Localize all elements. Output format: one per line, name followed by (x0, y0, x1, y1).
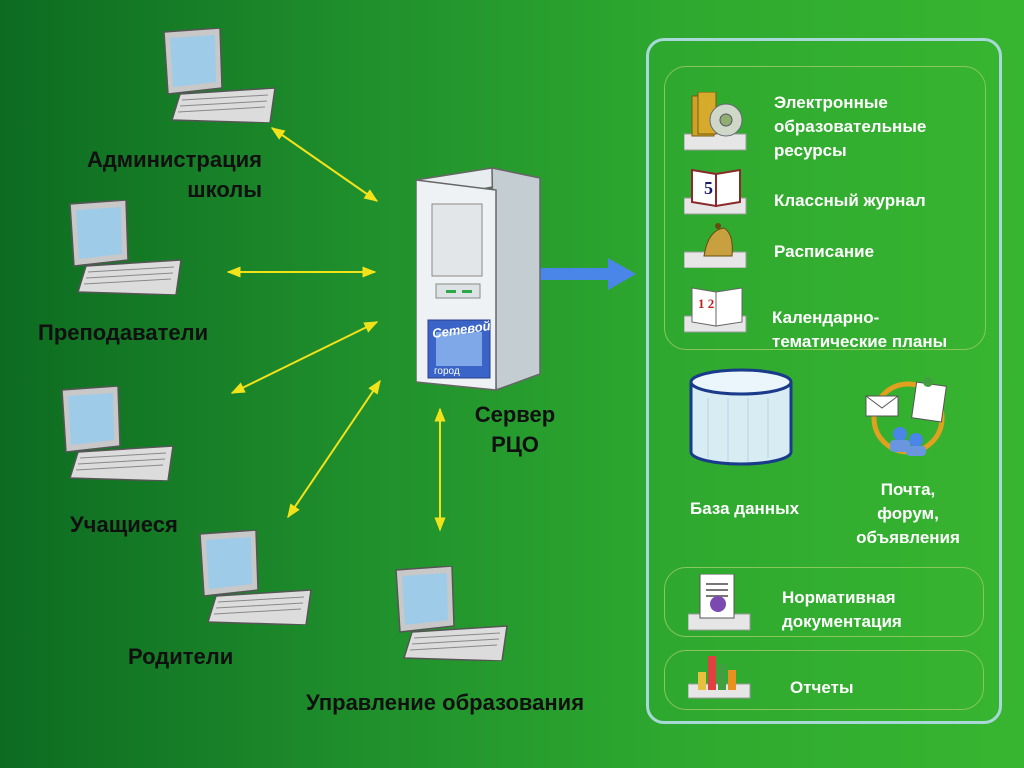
services-group-top (664, 66, 986, 350)
arrow-students (230, 321, 379, 394)
document-icon (688, 574, 751, 631)
calendar-plan-icon-digits: 1 2 (698, 296, 714, 311)
journal-icon: 5 (684, 168, 747, 215)
services-panel (646, 38, 1002, 724)
label-resources: Электронные образовательные ресурсы (774, 93, 927, 160)
arrow-to-services (518, 258, 636, 290)
label-parents: Родители (128, 644, 234, 669)
label-reports: Отчеты (790, 678, 854, 697)
computer-icon (199, 530, 312, 625)
label-server: Сервер РЦО (474, 402, 556, 457)
label-students: Учащиеся (70, 512, 178, 537)
label-database: База данных (690, 499, 800, 518)
computer-icon (395, 566, 508, 661)
label-teachers: Преподаватели (38, 320, 209, 345)
label-mail: Почта, форум, объявления (856, 480, 960, 547)
calendar-plan-icon: 1 2 (684, 287, 747, 333)
services-group-normative (664, 567, 984, 637)
services-group-reports (664, 650, 984, 710)
label-admin: Администрация школы (86, 147, 262, 202)
label-management: Управление образования (306, 690, 585, 715)
database-icon (689, 368, 793, 466)
arrow-parents (287, 379, 381, 519)
book-disc-icon (684, 92, 747, 151)
computer-icon (61, 386, 174, 481)
arrow-admin (270, 127, 379, 202)
label-schedule: Расписание (774, 242, 875, 261)
mail-forum-icon (865, 377, 947, 456)
report-chart-icon (688, 656, 751, 699)
label-normative: Нормативная документация (782, 588, 902, 631)
computer-icon (163, 28, 276, 123)
journal-icon-digit: 5 (704, 178, 713, 198)
server-logo-bottom: город (434, 366, 460, 377)
label-plans: Календарно- тематические планы (772, 308, 948, 351)
computer-icon (69, 200, 182, 295)
label-journal: Классный журнал (774, 191, 926, 210)
bell-icon (684, 223, 747, 268)
server-icon (416, 167, 541, 392)
